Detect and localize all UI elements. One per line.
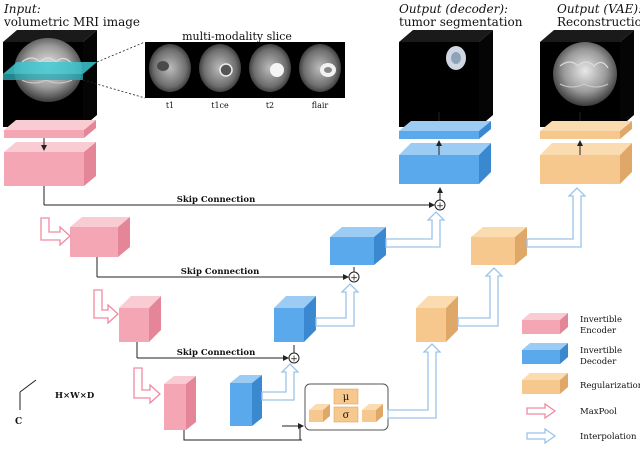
encoder-block-1 xyxy=(4,142,96,186)
decoder-block-1 xyxy=(230,375,262,426)
interp-arrow-vae2-to-vae3 xyxy=(526,187,587,248)
encoder-block-2 xyxy=(70,217,130,257)
vae-block-2 xyxy=(471,227,527,265)
input-mri-cube xyxy=(3,30,97,127)
svg-text:+: + xyxy=(290,355,298,365)
legend-item-maxpool: MaxPool xyxy=(526,402,617,420)
axial-slice-plane xyxy=(3,62,97,74)
skip-connection-1: Skip Connection + xyxy=(43,186,446,212)
vae-latent-container: μ σ xyxy=(304,383,389,431)
axes-indicator: H×W×D C xyxy=(15,379,95,427)
slice-t1ce xyxy=(199,44,241,92)
output-segmentation-cube xyxy=(399,30,493,127)
vae-block-1 xyxy=(416,296,458,342)
decoder-block-3 xyxy=(330,227,386,265)
svg-text:Invertible: Invertible xyxy=(580,315,622,325)
svg-text:Regularization: Regularization xyxy=(580,381,640,391)
label-t1: t1 xyxy=(166,101,174,110)
slice-t1 xyxy=(149,44,191,92)
interp-arrow-latent-to-vae1 xyxy=(387,343,442,419)
zoom-line-top xyxy=(96,41,146,63)
skip-label-3: Skip Connection xyxy=(177,348,256,358)
skip-connection-3: Skip Connection + xyxy=(136,342,300,365)
decoder-block-2 xyxy=(274,296,316,342)
input-heading: Input: xyxy=(3,2,41,16)
input-subtitle: volumetric MRI image xyxy=(3,15,140,29)
legend-item-decoder: Invertible Decoder xyxy=(522,343,622,367)
vae-block-output-thin xyxy=(540,121,632,139)
slice-panel-title: multi-modality slice xyxy=(182,30,292,43)
reconstructed-brain xyxy=(553,42,617,106)
output-vae-heading: Output (VAE): xyxy=(557,2,640,16)
mu-label: μ xyxy=(343,392,350,403)
legend: Invertible Encoder Invertible Decoder Re… xyxy=(522,313,640,445)
label-t1ce: t1ce xyxy=(211,101,229,110)
skip-connection-2: Skip Connection + xyxy=(96,257,360,284)
mu-box xyxy=(333,388,359,405)
svg-text:Invertible: Invertible xyxy=(580,346,622,356)
legend-item-encoder: Invertible Encoder xyxy=(522,313,622,336)
slice-flair xyxy=(299,44,341,92)
interp-arrow-dec2-to-add2 xyxy=(315,283,360,327)
label-flair: flair xyxy=(312,101,329,110)
output-vae-subtitle: Reconstruction xyxy=(557,15,640,29)
svg-text:+: + xyxy=(350,274,358,284)
slice-t2 xyxy=(249,44,291,92)
skip-label-2: Skip Connection xyxy=(181,267,260,277)
output-reconstruction-cube xyxy=(540,30,634,127)
maxpool-arrow-3 xyxy=(133,367,161,405)
sigma-box xyxy=(333,406,359,423)
svg-text:Encoder: Encoder xyxy=(580,326,617,336)
skip-label-1: Skip Connection xyxy=(177,195,256,205)
interp-arrow-dec3-to-add1 xyxy=(385,211,446,248)
interp-arrow-vae1-to-vae2 xyxy=(457,267,504,327)
output-decoder-subtitle: tumor segmentation xyxy=(399,15,523,29)
legend-item-regularization: Regularization xyxy=(522,373,640,394)
encoder-block-3 xyxy=(119,296,161,342)
vae-block-3 xyxy=(540,143,632,184)
encoder-block-4 xyxy=(164,376,196,430)
svg-text:Decoder: Decoder xyxy=(580,357,617,367)
legend-item-interpolation: Interpolation xyxy=(526,427,637,445)
interp-arrow-dec1-to-add3 xyxy=(261,363,300,401)
latent-branch-line xyxy=(183,426,301,441)
axis-spatial-label: H×W×D xyxy=(55,391,95,401)
decoder-block-output-thin xyxy=(399,121,491,139)
decoder-block-4 xyxy=(399,143,491,184)
maxpool-arrow-1 xyxy=(40,217,71,247)
axis-channel-label: C xyxy=(15,417,22,427)
encoder-block-1-thin xyxy=(4,120,96,138)
svg-text:Interpolation: Interpolation xyxy=(580,432,637,442)
maxpool-arrow-2 xyxy=(93,289,119,325)
label-t2: t2 xyxy=(266,101,274,110)
zoom-line-bottom xyxy=(82,79,146,99)
svg-text:MaxPool: MaxPool xyxy=(580,407,617,417)
sigma-label: σ xyxy=(343,410,350,421)
svg-text:+: + xyxy=(436,202,444,212)
output-decoder-heading: Output (decoder): xyxy=(399,2,508,16)
